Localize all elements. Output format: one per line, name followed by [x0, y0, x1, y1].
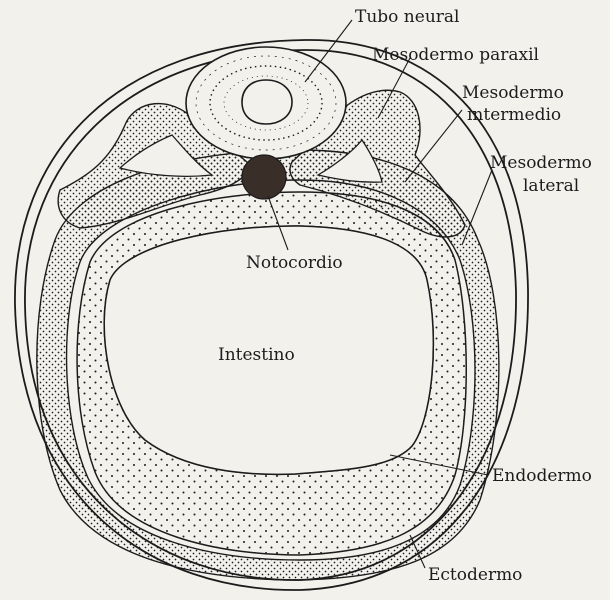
- label-mesodermo-lateral-line1: Mesodermo: [490, 153, 592, 173]
- label-tubo-neural: Tubo neural: [355, 7, 459, 27]
- leader-mesodermo-lateral: [462, 170, 492, 245]
- label-mesodermo-paraxil: Mesodermo paraxil: [372, 45, 539, 65]
- notochord: [242, 155, 286, 199]
- label-mesodermo-intermedio-line1: Mesodermo: [462, 83, 564, 103]
- neural-tube: [186, 47, 346, 159]
- label-intestino: Intestino: [218, 345, 295, 365]
- label-endodermo: Endodermo: [492, 466, 592, 486]
- label-ectodermo: Ectodermo: [428, 565, 522, 585]
- label-mesodermo-intermedio-line2: intermedio: [467, 105, 561, 125]
- neural-canal: [242, 80, 292, 124]
- label-notocordio: Notocordio: [246, 253, 343, 273]
- label-mesodermo-lateral-line2: lateral: [523, 176, 579, 196]
